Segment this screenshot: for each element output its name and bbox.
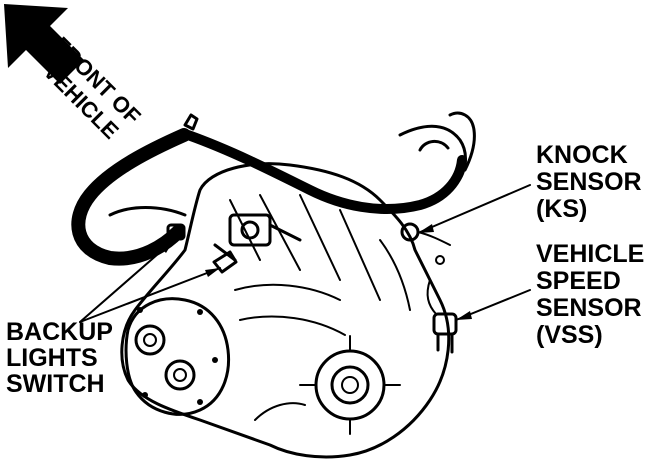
vehicle-speed-sensor-label: VEHICLE SPEED SENSOR (VSS) xyxy=(536,240,644,349)
backup-switch-line3: SWITCH xyxy=(6,370,105,398)
transaxle-illustration xyxy=(71,111,476,459)
knock-sensor-leader xyxy=(417,184,531,234)
leader-lines xyxy=(79,184,531,323)
backup-switch-leader-1 xyxy=(79,239,175,323)
vss-line2: SPEED xyxy=(536,267,621,295)
knock-sensor-label: KNOCK SENSOR (KS) xyxy=(536,141,642,223)
knock-sensor-line2: SENSOR xyxy=(536,168,642,196)
vss-line1: VEHICLE xyxy=(536,240,644,268)
backup-lights-switch-label: BACKUP LIGHTS SWITCH xyxy=(6,318,113,398)
vss-line3: SENSOR xyxy=(536,294,642,322)
backup-switch-leader-2 xyxy=(79,267,221,323)
backup-switch-line2: LIGHTS xyxy=(6,344,98,372)
front-of-vehicle-arrow xyxy=(4,4,84,84)
backup-switch-line1: BACKUP xyxy=(6,318,113,346)
vss-line4: (VSS) xyxy=(536,321,603,349)
knock-sensor-line3: (KS) xyxy=(536,195,587,223)
knock-sensor-line1: KNOCK xyxy=(536,141,628,169)
